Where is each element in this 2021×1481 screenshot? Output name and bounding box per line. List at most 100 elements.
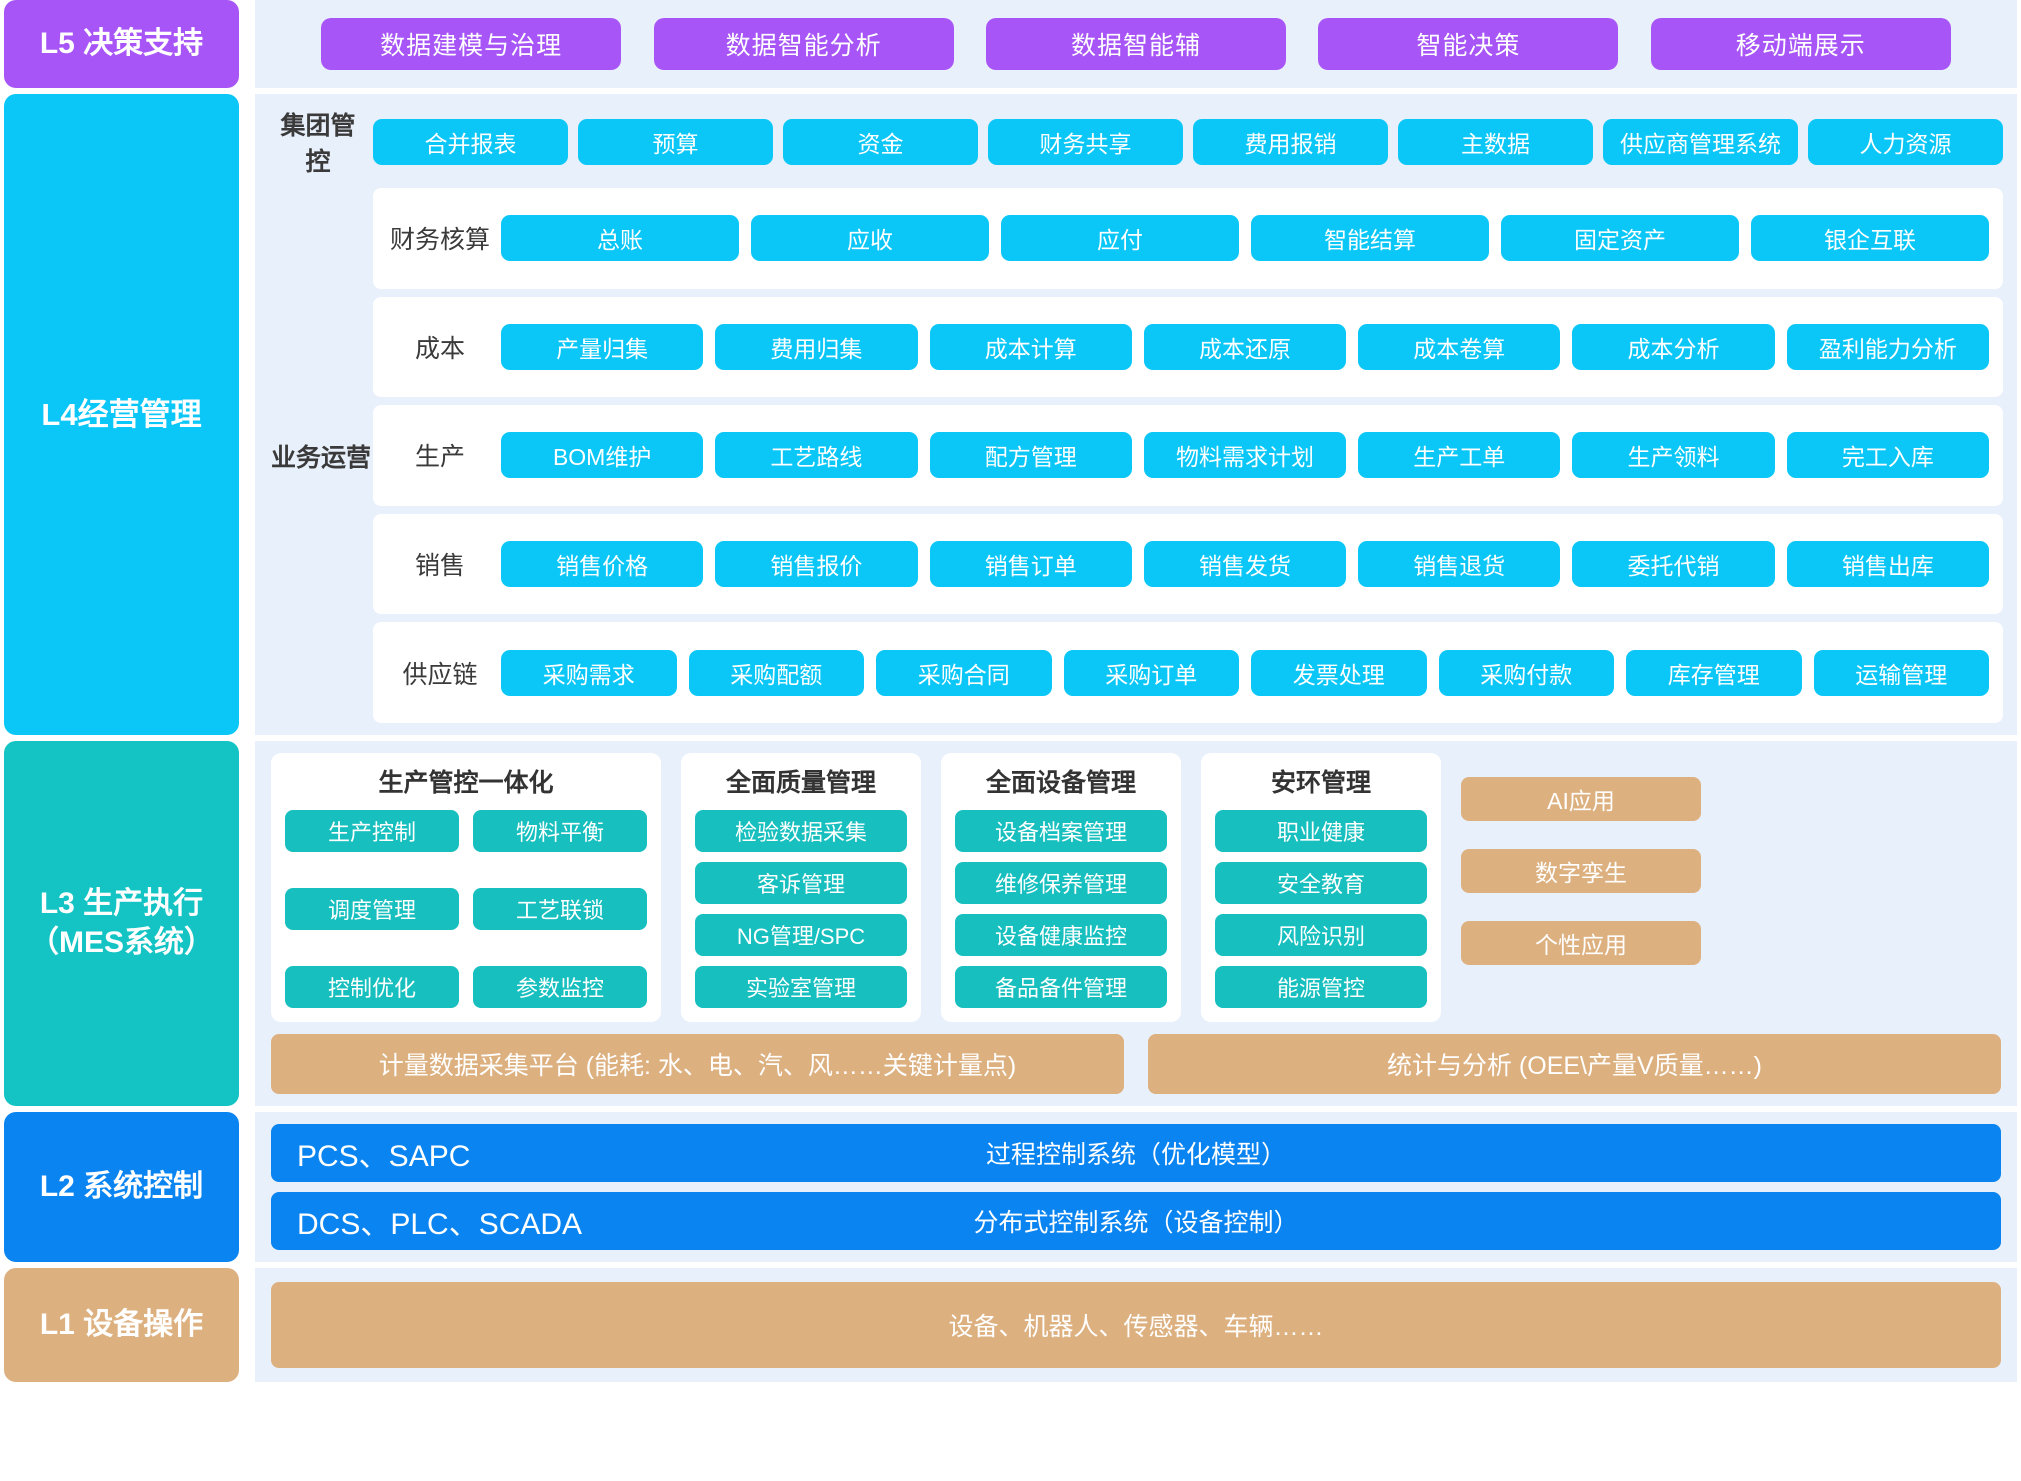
card-title: 全面设备管理: [985, 769, 1136, 797]
l5-item[interactable]: 数据建模与治理: [321, 18, 622, 70]
ai-item[interactable]: 个性应用: [1461, 921, 1701, 965]
ops-row-finance: 财务核算 总账 应收 应付 智能结算 固定资产 银企互联: [373, 188, 2003, 289]
l3-label-line1: L3 生产执行: [39, 887, 204, 921]
card-title: 生产管控一体化: [378, 769, 554, 797]
ops-item[interactable]: 物料需求计划: [1143, 432, 1347, 479]
ops-item[interactable]: 销售退货: [1358, 541, 1561, 588]
ops-item[interactable]: 采购订单: [1063, 649, 1239, 696]
group-control-item[interactable]: 供应商管理系统: [1603, 119, 1798, 165]
card-items: 检验数据采集 客诉管理 NG管理/SPC 实验室管理: [695, 810, 907, 1008]
card-item[interactable]: 客诉管理: [695, 862, 907, 904]
l5-item[interactable]: 智能决策: [1318, 18, 1619, 70]
layer-l3: L3 生产执行 （MES系统） 生产管控一体化 生产控制 物料平衡 调度管理 工…: [0, 741, 2021, 1106]
card-item[interactable]: 备品备件管理: [955, 966, 1167, 1008]
card-item[interactable]: 设备档案管理: [955, 810, 1167, 852]
group-control-item[interactable]: 人力资源: [1808, 119, 2003, 165]
ops-item[interactable]: 运输管理: [1813, 649, 1989, 696]
ops-item[interactable]: 成本还原: [1143, 323, 1347, 370]
ops-item[interactable]: 采购配额: [688, 649, 864, 696]
l2-row-dcs[interactable]: DCS、PLC、SCADA 分布式控制系统（设备控制）: [271, 1192, 2001, 1250]
l5-item[interactable]: 移动端展示: [1650, 18, 1951, 70]
ops-item[interactable]: 生产工单: [1358, 432, 1561, 479]
card-item[interactable]: 安全教育: [1215, 862, 1427, 904]
ops-item[interactable]: 配方管理: [929, 432, 1132, 479]
ai-application-column: AI应用 数字孪生 个性应用: [1461, 753, 1701, 1022]
group-control-item[interactable]: 主数据: [1398, 119, 1593, 165]
business-ops-title: 业务运营: [270, 443, 371, 472]
ops-row-items: 销售价格 销售报价 销售订单 销售发货 销售退货 委托代销 销售出库: [501, 541, 1989, 588]
ai-item[interactable]: AI应用: [1461, 777, 1701, 821]
ops-row-items: 采购需求 采购配额 采购合同 采购订单 发票处理 采购付款 库存管理 运输管理: [501, 649, 1989, 696]
ops-item[interactable]: 盈利能力分析: [1786, 323, 1989, 370]
layer-l2: L2 系统控制 PCS、SAPC 过程控制系统（优化模型） DCS、PLC、SC…: [0, 1112, 2021, 1262]
card-item[interactable]: 调度管理: [285, 888, 459, 930]
ops-item[interactable]: 产量归集: [501, 323, 704, 370]
card-item[interactable]: NG管理/SPC: [695, 914, 907, 956]
ops-item[interactable]: 发票处理: [1251, 649, 1427, 696]
ops-item[interactable]: 完工入库: [1786, 432, 1989, 479]
ops-item[interactable]: 固定资产: [1501, 215, 1739, 262]
ops-item[interactable]: 销售订单: [929, 541, 1132, 588]
l3-label-line2: （MES系统）: [28, 925, 214, 959]
ops-item[interactable]: 采购付款: [1438, 649, 1614, 696]
ops-item[interactable]: 销售价格: [501, 541, 704, 588]
ops-item[interactable]: 应付: [1001, 215, 1239, 262]
group-control-title: 集团管控: [280, 112, 356, 176]
ops-item[interactable]: 库存管理: [1626, 649, 1802, 696]
ops-row-items: BOM维护 工艺路线 配方管理 物料需求计划 生产工单 生产领料 完工入库: [501, 432, 1989, 479]
card-item[interactable]: 参数监控: [473, 966, 647, 1008]
card-item[interactable]: 实验室管理: [695, 966, 907, 1008]
statistics-analysis-banner[interactable]: 统计与分析 (OEE\产量V质量……): [1148, 1034, 2001, 1094]
card-item[interactable]: 设备健康监控: [955, 914, 1167, 956]
l5-item[interactable]: 数据智能分析: [653, 18, 954, 70]
ops-item[interactable]: 生产领料: [1572, 432, 1775, 479]
card-items: 职业健康 安全教育 风险识别 能源管控: [1215, 810, 1427, 1008]
card-item[interactable]: 工艺联锁: [473, 888, 647, 930]
ops-item[interactable]: 智能结算: [1251, 215, 1489, 262]
group-control-item[interactable]: 资金: [783, 119, 978, 165]
l3-body: 生产管控一体化 生产控制 物料平衡 调度管理 工艺联锁 控制优化 参数监控 全面…: [255, 741, 2017, 1106]
card-production-integration: 生产管控一体化 生产控制 物料平衡 调度管理 工艺联锁 控制优化 参数监控: [271, 753, 661, 1022]
l1-devices-bar[interactable]: 设备、机器人、传感器、车辆……: [271, 1282, 2001, 1368]
ops-item[interactable]: 采购合同: [876, 649, 1052, 696]
card-item[interactable]: 维修保养管理: [955, 862, 1167, 904]
ops-item[interactable]: 成本计算: [929, 323, 1132, 370]
ops-item[interactable]: BOM维护: [501, 432, 704, 479]
ops-row-production: 生产 BOM维护 工艺路线 配方管理 物料需求计划 生产工单 生产领料 完工入库: [373, 405, 2003, 506]
ops-item[interactable]: 销售报价: [715, 541, 918, 588]
card-quality-management: 全面质量管理 检验数据采集 客诉管理 NG管理/SPC 实验室管理: [681, 753, 921, 1022]
ops-item[interactable]: 银企互联: [1751, 215, 1989, 262]
card-item[interactable]: 能源管控: [1215, 966, 1427, 1008]
group-control-item[interactable]: 预算: [578, 119, 773, 165]
ops-row-title: 供应链: [402, 660, 478, 689]
ops-item[interactable]: 委托代销: [1572, 541, 1775, 588]
card-item[interactable]: 生产控制: [285, 810, 459, 852]
group-control-item[interactable]: 费用报销: [1193, 119, 1388, 165]
card-item[interactable]: 物料平衡: [473, 810, 647, 852]
l4-body: 集团管控 合并报表 预算 资金 财务共享 费用报销 主数据 供应商管理系统 人力…: [255, 94, 2017, 735]
ops-item[interactable]: 销售出库: [1786, 541, 1989, 588]
ops-row-supply-chain: 供应链 采购需求 采购配额 采购合同 采购订单 发票处理 采购付款 库存管理 运…: [373, 622, 2003, 723]
l2-row-pcs[interactable]: PCS、SAPC 过程控制系统（优化模型）: [271, 1124, 2001, 1182]
group-control-item[interactable]: 财务共享: [988, 119, 1183, 165]
ops-item[interactable]: 工艺路线: [715, 432, 918, 479]
group-control-item[interactable]: 合并报表: [373, 119, 568, 165]
ops-row-items: 产量归集 费用归集 成本计算 成本还原 成本卷算 成本分析 盈利能力分析: [501, 323, 1989, 370]
l2-row-center: 过程控制系统（优化模型）: [985, 1141, 1286, 1169]
card-item[interactable]: 风险识别: [1215, 914, 1427, 956]
card-item[interactable]: 职业健康: [1215, 810, 1427, 852]
ops-item[interactable]: 采购需求: [501, 649, 677, 696]
ops-item[interactable]: 成本卷算: [1358, 323, 1561, 370]
ops-item[interactable]: 成本分析: [1572, 323, 1775, 370]
ops-item[interactable]: 销售发货: [1143, 541, 1347, 588]
ops-item[interactable]: 费用归集: [715, 323, 918, 370]
ai-item[interactable]: 数字孪生: [1461, 849, 1701, 893]
metering-platform-banner[interactable]: 计量数据采集平台 (能耗: 水、电、汽、风……关键计量点): [271, 1034, 1124, 1094]
card-item[interactable]: 检验数据采集: [695, 810, 907, 852]
l3-banners: 计量数据采集平台 (能耗: 水、电、汽、风……关键计量点) 统计与分析 (OEE…: [271, 1034, 2001, 1094]
ops-item[interactable]: 总账: [501, 215, 739, 262]
l5-item[interactable]: 数据智能辅: [985, 18, 1286, 70]
ops-item[interactable]: 应收: [751, 215, 989, 262]
card-item[interactable]: 控制优化: [285, 966, 459, 1008]
layer-l5: L5 决策支持 数据建模与治理 数据智能分析 数据智能辅 智能决策 移动端展示: [0, 0, 2021, 88]
